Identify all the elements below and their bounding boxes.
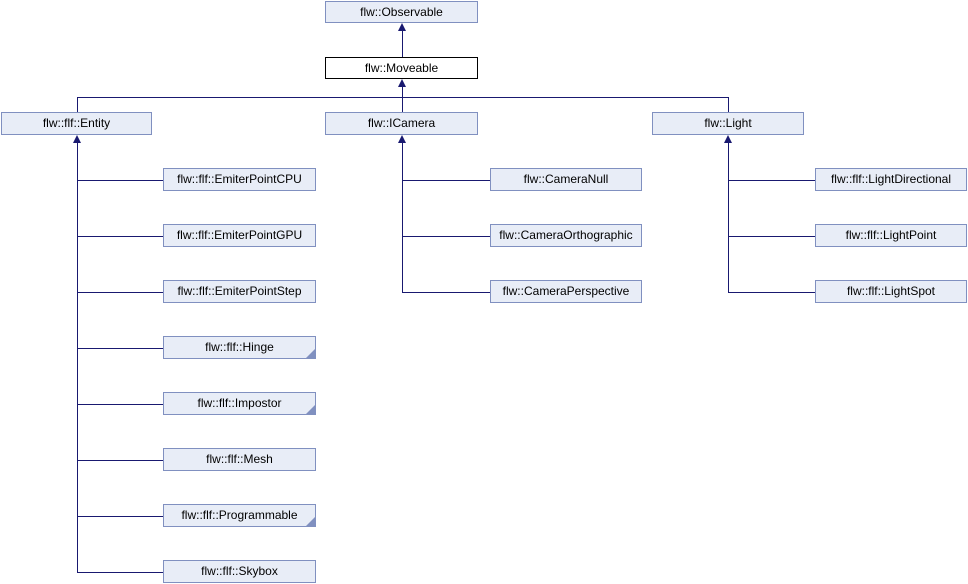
- edge-line: [77, 572, 163, 573]
- class-node-cameranull[interactable]: flw::CameraNull: [490, 168, 642, 191]
- edge-line: [728, 97, 729, 112]
- class-node-label: flw::flf::Entity: [42, 116, 111, 130]
- class-node-label: flw::flf::EmiterPointStep: [177, 284, 302, 298]
- edge-line: [402, 31, 403, 57]
- edge-line: [77, 180, 163, 181]
- inheritance-arrow-icon: [398, 79, 406, 87]
- class-node-lightdirectional[interactable]: flw::flf::LightDirectional: [815, 168, 967, 191]
- class-node-label: flw::CameraPerspective: [502, 284, 630, 298]
- edge-line: [77, 97, 78, 112]
- class-node-hinge[interactable]: flw::flf::Hinge: [163, 336, 316, 359]
- class-node-label: flw::flf::EmiterPointCPU: [177, 172, 302, 186]
- inheritance-arrow-icon: [724, 135, 732, 143]
- inheritance-arrow-icon: [398, 23, 406, 31]
- class-node-label: flw::flf::Skybox: [201, 564, 278, 578]
- edge-line: [77, 348, 163, 349]
- edge-line: [77, 404, 163, 405]
- class-node-label: flw::CameraNull: [523, 172, 609, 186]
- class-node-emiterpointcpu[interactable]: flw::flf::EmiterPointCPU: [163, 168, 316, 191]
- class-node-emiterpointstep[interactable]: flw::flf::EmiterPointStep: [163, 280, 316, 303]
- class-node-label: flw::ICamera: [367, 116, 436, 130]
- class-node-label: flw::flf::EmiterPointGPU: [176, 228, 303, 242]
- class-node-mesh[interactable]: flw::flf::Mesh: [163, 448, 316, 471]
- class-node-light[interactable]: flw::Light: [652, 112, 804, 135]
- edge-line: [728, 292, 815, 293]
- class-node-label: flw::Moveable: [364, 61, 439, 75]
- class-node-label: flw::flf::LightPoint: [845, 228, 937, 242]
- edge-line: [402, 87, 403, 97]
- class-node-cameraorthographic[interactable]: flw::CameraOrthographic: [490, 224, 642, 247]
- edge-line: [728, 180, 815, 181]
- class-node-observable[interactable]: flw::Observable: [325, 1, 478, 23]
- class-node-moveable: flw::Moveable: [325, 57, 478, 79]
- class-node-impostor[interactable]: flw::flf::Impostor: [163, 392, 316, 415]
- class-node-label: flw::flf::Impostor: [197, 396, 282, 410]
- class-node-label: flw::flf::Programmable: [181, 508, 298, 522]
- has-subclasses-indicator: [306, 405, 315, 414]
- class-node-label: flw::Observable: [360, 5, 443, 19]
- inheritance-arrow-icon: [398, 135, 406, 143]
- edge-line: [77, 516, 163, 517]
- edge-line: [402, 97, 403, 112]
- edge-line: [77, 292, 163, 293]
- edge-line: [728, 143, 729, 293]
- class-node-label: flw::CameraOrthographic: [499, 228, 633, 242]
- edge-line: [77, 97, 729, 98]
- has-subclasses-indicator: [306, 349, 315, 358]
- inheritance-arrow-icon: [73, 135, 81, 143]
- class-node-icamera[interactable]: flw::ICamera: [325, 112, 478, 135]
- class-node-label: flw::flf::Mesh: [206, 452, 273, 466]
- edge-line: [77, 236, 163, 237]
- class-node-skybox[interactable]: flw::flf::Skybox: [163, 560, 316, 583]
- edge-line: [402, 143, 403, 293]
- edge-line: [728, 236, 815, 237]
- edge-line: [402, 236, 490, 237]
- class-node-lightspot[interactable]: flw::flf::LightSpot: [815, 280, 967, 303]
- edge-line: [77, 143, 78, 573]
- class-node-cameraperspective[interactable]: flw::CameraPerspective: [490, 280, 642, 303]
- class-node-label: flw::flf::Hinge: [205, 340, 274, 354]
- class-node-emiterpointgpu[interactable]: flw::flf::EmiterPointGPU: [163, 224, 316, 247]
- edge-line: [402, 292, 490, 293]
- class-node-programmable[interactable]: flw::flf::Programmable: [163, 504, 316, 527]
- class-node-label: flw::flf::LightSpot: [846, 284, 936, 298]
- class-node-entity[interactable]: flw::flf::Entity: [1, 112, 152, 135]
- class-node-label: flw::flf::LightDirectional: [830, 172, 952, 186]
- class-node-lightpoint[interactable]: flw::flf::LightPoint: [815, 224, 967, 247]
- edge-line: [402, 180, 490, 181]
- edge-line: [77, 460, 163, 461]
- class-node-label: flw::Light: [704, 116, 752, 130]
- has-subclasses-indicator: [306, 517, 315, 526]
